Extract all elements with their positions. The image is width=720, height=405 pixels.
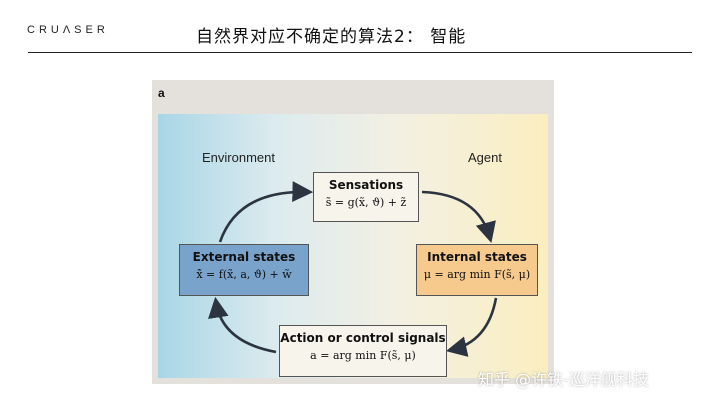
arrow-sensations-to-internal [421,190,496,244]
action-equation: a = arg min F(s̃, μ) [310,349,416,362]
cycle-arrows [208,181,498,357]
external-states-box: External states x̃̇ = f(x̃, a, ϑ) + w̃ [179,244,309,296]
brand-logo: CRUΛSER [27,24,109,36]
arrow-external-to-sensations [218,181,314,243]
agent-label: Agent [468,150,502,165]
internal-states-box: Internal states μ = arg min F(s̃, μ) [416,244,538,296]
environment-label: Environment [202,150,275,165]
watermark: 知乎 @许铁-巡洋舰科技 [478,370,649,389]
internal-states-title: Internal states [427,250,527,264]
external-states-title: External states [192,250,296,264]
action-box: Action or control signals a = arg min F(… [279,325,447,377]
sensations-box: Sensations s̃ = g(x̃, ϑ) + z̃ [313,172,419,222]
action-title: Action or control signals [280,331,446,345]
external-states-equation: x̃̇ = f(x̃, a, ϑ) + w̃ [196,268,292,281]
internal-states-equation: μ = arg min F(s̃, μ) [423,268,531,281]
sensations-title: Sensations [328,178,404,192]
title-divider [28,52,692,53]
diagram-area: Environment Agent Sensations s̃ = g(x̃, … [158,114,548,378]
arrow-action-to-external [208,296,277,354]
figure-panel: a Environment Agent Sensations s̃ = g(x̃… [152,80,554,384]
sensations-equation: s̃ = g(x̃, ϑ) + z̃ [325,196,407,209]
arrow-internal-to-action [445,297,498,357]
slide-title: 自然界对应不确定的算法2： 智能 [196,27,467,47]
panel-letter: a [158,86,165,100]
